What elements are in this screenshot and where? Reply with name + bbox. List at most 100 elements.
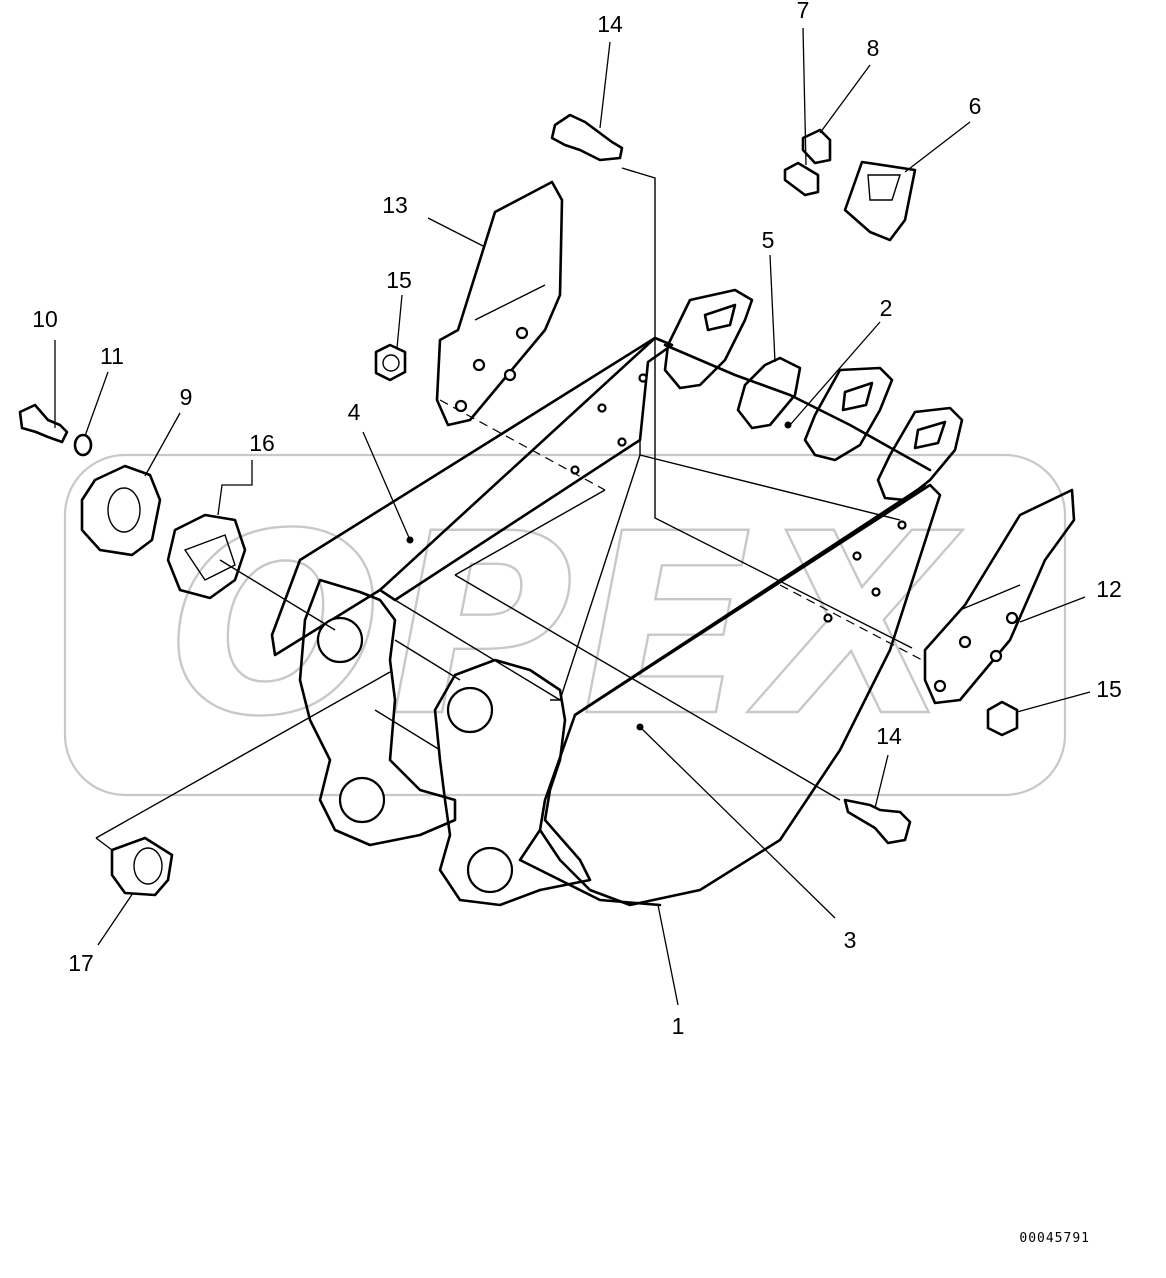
drawing-number: 00045791 <box>1019 1231 1090 1246</box>
leader-14a <box>599 41 611 129</box>
callout-15-left: 15 <box>386 267 412 293</box>
right-upper-pin-hole <box>446 686 494 734</box>
left-boss-plate <box>298 578 457 847</box>
shim-16 <box>166 513 247 600</box>
watermark-text: OPEX <box>169 480 963 771</box>
pin-7 <box>783 161 820 197</box>
right-boss-plate <box>433 658 592 907</box>
right-side-cutter <box>923 488 1076 705</box>
leader-7 <box>802 27 807 166</box>
callout-14-bottom: 14 <box>876 723 902 749</box>
leader-15a <box>396 294 403 349</box>
boss-cross-member-lower <box>374 709 441 751</box>
callout-1: 1 <box>672 1013 685 1039</box>
hole <box>823 613 833 623</box>
leader-16 <box>217 460 253 516</box>
alignment-lines <box>95 167 923 851</box>
bushing-17 <box>110 836 174 897</box>
boss-ring-bore <box>107 487 141 533</box>
hole <box>852 551 862 561</box>
inner-back-edge <box>550 440 641 701</box>
cutter-bolt-hole <box>472 358 486 372</box>
bushing-alignment-line <box>95 837 113 851</box>
adapter-5 <box>736 356 802 430</box>
tooth-3-slot <box>913 420 947 450</box>
alignment-line <box>454 574 841 801</box>
shim-16-inner <box>183 534 236 581</box>
leader-3 <box>639 726 836 919</box>
left-upper-pin-hole <box>316 616 364 664</box>
tooth-3 <box>876 406 964 502</box>
leader-9 <box>144 412 181 477</box>
hole <box>597 403 607 413</box>
callout-11: 11 <box>100 343 124 369</box>
inner-floor-edge <box>639 454 901 521</box>
bucket-bottom <box>518 828 662 907</box>
hole <box>871 587 881 597</box>
point-2 <box>784 421 792 429</box>
right-side-inner-edge <box>573 483 927 717</box>
bolt-right <box>843 798 912 845</box>
callout-5: 5 <box>762 227 775 253</box>
left-lower-pin-hole <box>338 776 386 824</box>
leader-8 <box>819 64 871 134</box>
leader-12 <box>1019 596 1086 623</box>
callout-15-right: 15 <box>1096 676 1122 702</box>
bushing-17-bore <box>133 847 163 885</box>
shim-alignment-line <box>219 559 336 631</box>
callout-labels: 14 7 8 6 13 5 2 15 4 10 11 9 16 12 15 14… <box>32 0 1122 1039</box>
callout-3: 3 <box>844 927 857 953</box>
right-side-wall <box>538 483 942 907</box>
watermark-frame <box>63 453 1067 797</box>
cutter-bolt-hole <box>503 368 517 382</box>
tooth-1 <box>663 288 754 390</box>
nut-left <box>374 343 407 382</box>
lock-8 <box>801 128 832 165</box>
cutter-bolt-hole <box>989 649 1003 663</box>
hole <box>897 520 907 530</box>
hole <box>638 373 648 383</box>
bucket-body <box>270 336 942 907</box>
tooth-6 <box>843 160 917 242</box>
callout-16: 16 <box>249 430 275 456</box>
leader-lines <box>54 27 1091 1006</box>
alignment-line <box>454 489 606 576</box>
callout-2: 2 <box>880 295 893 321</box>
leader-5 <box>769 254 776 363</box>
callout-13: 13 <box>382 192 408 218</box>
leader-15b <box>1016 691 1091 713</box>
cutting-edge <box>663 343 932 472</box>
callout-4: 4 <box>348 399 361 425</box>
left-side-cutter <box>435 180 564 427</box>
callout-10: 10 <box>32 306 58 332</box>
hole <box>617 437 627 447</box>
boss-plates <box>298 578 592 907</box>
callout-17: 17 <box>68 950 94 976</box>
cutter-bolt-hole <box>515 326 529 340</box>
callout-14-top: 14 <box>597 11 623 37</box>
left-side-top-edge <box>270 336 657 657</box>
leader-13 <box>427 217 486 248</box>
callout-7: 7 <box>797 0 810 23</box>
bolt-top-alignment-line <box>621 167 913 649</box>
tooth-2 <box>803 366 894 462</box>
bolt-10 <box>18 403 69 444</box>
bushing-alignment-line <box>95 671 391 839</box>
callout-6: 6 <box>969 93 982 119</box>
leader-14b <box>874 754 889 809</box>
right-lower-pin-hole <box>466 846 514 894</box>
tooth-2-slot <box>841 381 874 412</box>
alignment-line <box>779 584 923 661</box>
washer-11 <box>73 433 93 457</box>
tooth-1-slot <box>703 303 737 332</box>
leader-11 <box>84 371 109 437</box>
leader-6 <box>904 121 971 173</box>
callout-8: 8 <box>867 35 880 61</box>
leader-2 <box>789 321 881 426</box>
nut-right <box>986 700 1019 737</box>
bolt-top <box>550 113 624 162</box>
callout-12: 12 <box>1096 576 1122 602</box>
left-side-cutter-line <box>474 284 546 321</box>
leader-4 <box>362 431 411 541</box>
